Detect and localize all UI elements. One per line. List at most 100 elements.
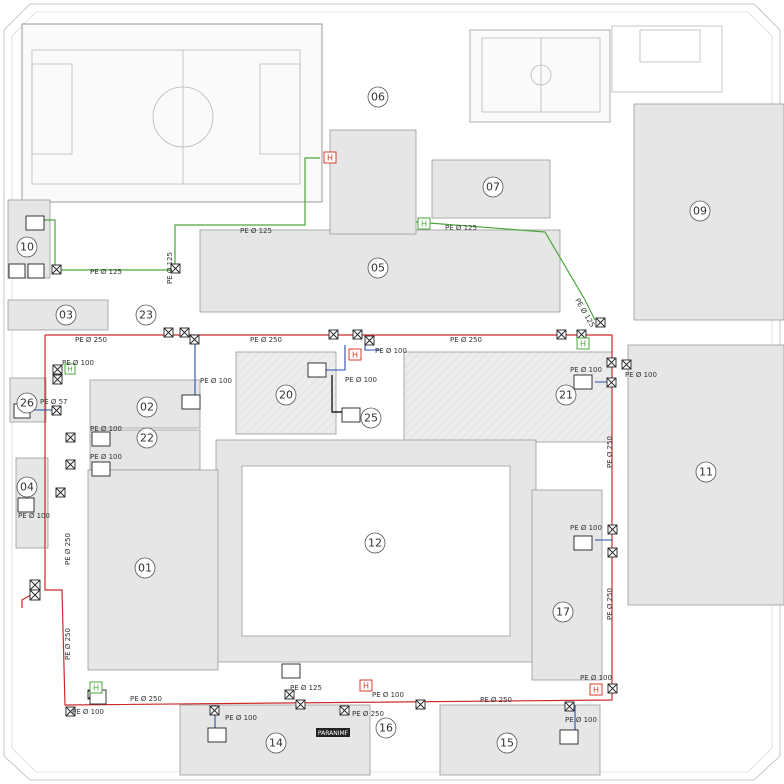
pipe-label: PE Ø 250: [75, 336, 107, 344]
building-number: 14: [269, 737, 283, 750]
svg-text:H: H: [93, 684, 99, 693]
building-bubble: [275, 384, 297, 406]
pipe-label: PE Ø 100: [570, 366, 602, 374]
building-number: 10: [20, 241, 34, 254]
h-marker-green: [89, 681, 103, 694]
svg-text:H: H: [580, 340, 586, 349]
building-bubble: [364, 532, 386, 554]
building-bubble: [265, 732, 287, 754]
pipe-label: PE Ø 100: [570, 524, 602, 532]
building-number: 12: [368, 537, 382, 550]
pipe-label: PE Ø 125: [90, 268, 122, 276]
building-number: 23: [139, 309, 153, 322]
building-number: 16: [379, 722, 393, 735]
building-bubble: [360, 407, 382, 429]
building-number: 03: [59, 309, 73, 322]
pipe-label: PE Ø 250: [450, 336, 482, 344]
pipe-label: PE Ø 100: [18, 512, 50, 520]
pipe-label: PE Ø 125: [573, 297, 596, 329]
building-number: 17: [556, 606, 570, 619]
building-number: 05: [371, 262, 385, 275]
h-marker-green: [417, 217, 431, 230]
building-number: 09: [693, 205, 707, 218]
h-marker-green: [576, 337, 590, 350]
svg-text:H: H: [352, 351, 358, 360]
pipe-label: PE Ø 100: [62, 359, 94, 367]
basketball-court: [469, 25, 723, 123]
pipe-label: PE Ø 125: [290, 684, 322, 692]
pipe-label: PE Ø 125: [240, 227, 272, 235]
pipe-label: PE Ø 100: [580, 674, 612, 682]
pipe-label: PE Ø 100: [565, 716, 597, 724]
pipe-label: PE Ø 250: [130, 695, 162, 703]
pipe-label: PE Ø 100: [200, 377, 232, 385]
building-bubble: [367, 86, 389, 108]
building-bubble: [367, 257, 389, 279]
h-marker-green: [64, 363, 76, 375]
building-number: 21: [559, 389, 573, 402]
building-number: 25: [364, 412, 378, 425]
svg-text:H: H: [593, 686, 599, 695]
building-bubble: [16, 392, 38, 414]
pipe-label: PE Ø 125: [166, 252, 174, 284]
building-number: 20: [279, 389, 293, 402]
building-number: 11: [699, 466, 713, 479]
building-bubble: [16, 236, 38, 258]
svg-text:H: H: [363, 682, 369, 691]
pipe-label: PE Ø 250: [480, 696, 512, 704]
building-bubble: [135, 304, 157, 326]
h-markers: H H H H H H H H: [64, 151, 603, 696]
svg-text:H: H: [327, 154, 333, 163]
building-number-bubbles: 01 02 03 04 05 06 07 09 10 11 12 14 15 16 17 20 21 22 23 25…: [16, 86, 717, 754]
building-number: 15: [500, 737, 514, 750]
building-bubble: [55, 304, 77, 326]
building-bubble: [555, 384, 577, 406]
pipe-label: PE Ø 250: [352, 710, 384, 718]
svg-text:PARANIMF: PARANIMF: [318, 730, 349, 737]
pipe-labels: PE Ø 125 PE Ø 125 PE Ø 125 PE Ø 125 PE Ø…: [18, 224, 657, 724]
building-bubble: [496, 732, 518, 754]
pipe-label: PE Ø 57: [40, 398, 68, 406]
building-bubble: [552, 601, 574, 623]
building-bubble: [16, 476, 38, 498]
football-field: [21, 23, 323, 203]
pipe-label: PE Ø 125: [445, 224, 477, 232]
pipe-label: PE Ø 250: [64, 533, 72, 565]
h-marker-red: [589, 683, 603, 696]
h-marker-red: [348, 348, 362, 361]
h-marker-red: [323, 151, 337, 164]
building-number: 26: [20, 397, 34, 410]
building-bubble: [136, 396, 158, 418]
building-bubble: [482, 176, 504, 198]
svg-text:H: H: [67, 366, 72, 374]
building-number: 01: [138, 562, 152, 575]
pipe-label: PE Ø 100: [375, 347, 407, 355]
pipe-label: PE Ø 100: [372, 691, 404, 699]
building-number: 07: [486, 181, 500, 194]
pipe-label: PE Ø 250: [606, 436, 614, 468]
building-bubble: [136, 427, 158, 449]
building-bubble: [134, 557, 156, 579]
h-marker-red: [359, 679, 373, 692]
building-number: 04: [20, 481, 34, 494]
pipe-label: PE Ø 100: [90, 425, 122, 433]
pipe-label: PE Ø 250: [250, 336, 282, 344]
building-bubble: [375, 717, 397, 739]
svg-text:H: H: [421, 220, 427, 229]
pipe-label: PE Ø 250: [64, 628, 72, 660]
building-shapes: [7, 103, 784, 776]
pipe-label: PE Ø 100: [90, 453, 122, 461]
pipe-label: PE Ø 100: [345, 376, 377, 384]
building-bubble: [695, 461, 717, 483]
pipe-label: PE Ø 100: [72, 708, 104, 716]
building-number: 22: [140, 432, 154, 445]
pipe-label: PE Ø 250: [606, 588, 614, 620]
pipe-label: PE Ø 100: [225, 714, 257, 722]
building-number: 02: [140, 401, 154, 414]
secondary-pipes-pe125: [30, 157, 596, 321]
building-bubble: [689, 200, 711, 222]
pipe-label: PE Ø 100: [625, 371, 657, 379]
paranimf-tag: PARANIMF: [316, 728, 350, 737]
building-number: 06: [371, 91, 385, 104]
